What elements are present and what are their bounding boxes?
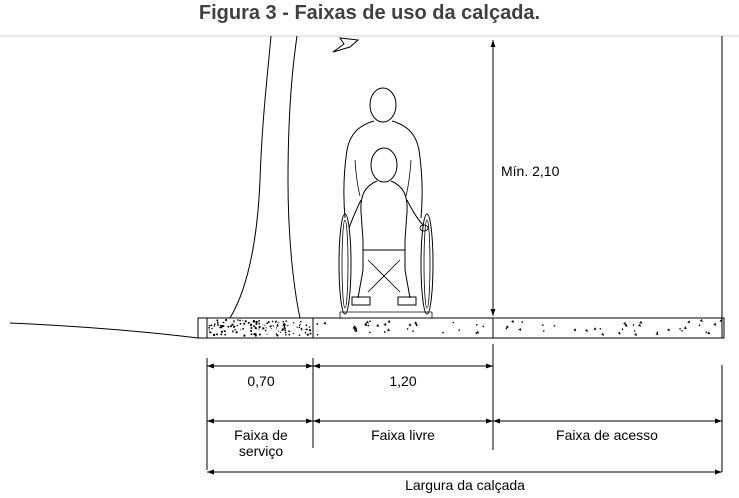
- free-zone-label: Faixa livre: [371, 427, 435, 443]
- free-width-label: 1,20: [389, 373, 416, 389]
- service-zone-label-line2: serviço: [239, 443, 284, 459]
- standing-person: [343, 87, 423, 219]
- wheelchair-user: [338, 147, 434, 318]
- figure-title: Figura 3 - Faixas de uso da calçada.: [198, 2, 541, 24]
- service-zone-label-line1: Faixa de: [234, 427, 288, 443]
- sidewalk-texture: [208, 318, 723, 337]
- tree-illustration: [229, 35, 360, 319]
- access-zone-label: Faixa de acesso: [556, 427, 658, 443]
- service-width-label: 0,70: [247, 373, 274, 389]
- extension-lines: [206, 344, 723, 472]
- min-height-label: Mín. 2,10: [501, 163, 560, 179]
- street-edge: [9, 322, 199, 339]
- sidewalk-slab: [197, 317, 725, 339]
- total-width-label: Largura da calçada: [405, 477, 525, 493]
